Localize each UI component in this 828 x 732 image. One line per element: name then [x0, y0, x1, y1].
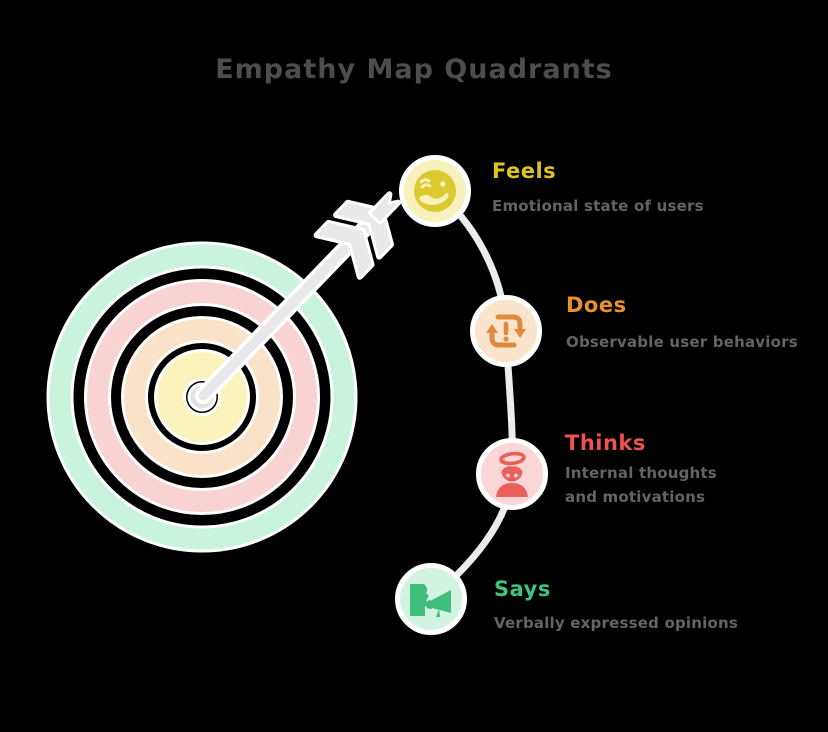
arrow-nock	[368, 191, 402, 225]
thinking-head-icon	[496, 451, 528, 497]
speaking-megaphone-icon	[410, 584, 451, 617]
target-arrow-icon	[194, 191, 402, 405]
connector-curve	[427, 187, 516, 603]
page-title: Empathy Map Quadrants	[215, 54, 613, 85]
arrow-shaft	[198, 210, 383, 401]
arrow-feather	[313, 219, 375, 280]
thinks-badge	[476, 438, 548, 510]
sync-alert-icon	[486, 314, 526, 348]
does-label: Does	[566, 293, 627, 317]
does-description: Observable user behaviors	[566, 333, 798, 351]
thinks-label: Thinks	[565, 431, 646, 455]
target-ring-yellow	[157, 352, 247, 442]
says-label: Says	[494, 577, 551, 601]
feels-label: Feels	[492, 159, 557, 183]
feels-description: Emotional state of users	[492, 197, 704, 215]
feels-badge	[399, 155, 471, 227]
says-badge	[395, 563, 467, 635]
says-description: Verbally expressed opinions	[494, 614, 738, 632]
target-ring-mint	[49, 244, 355, 550]
thinks-description: Internal thoughts and motivations	[565, 464, 717, 506]
does-badge	[470, 295, 542, 367]
winking-face-icon	[414, 170, 456, 212]
target-ring-peach	[124, 319, 280, 475]
target-ring-rose	[87, 282, 317, 512]
